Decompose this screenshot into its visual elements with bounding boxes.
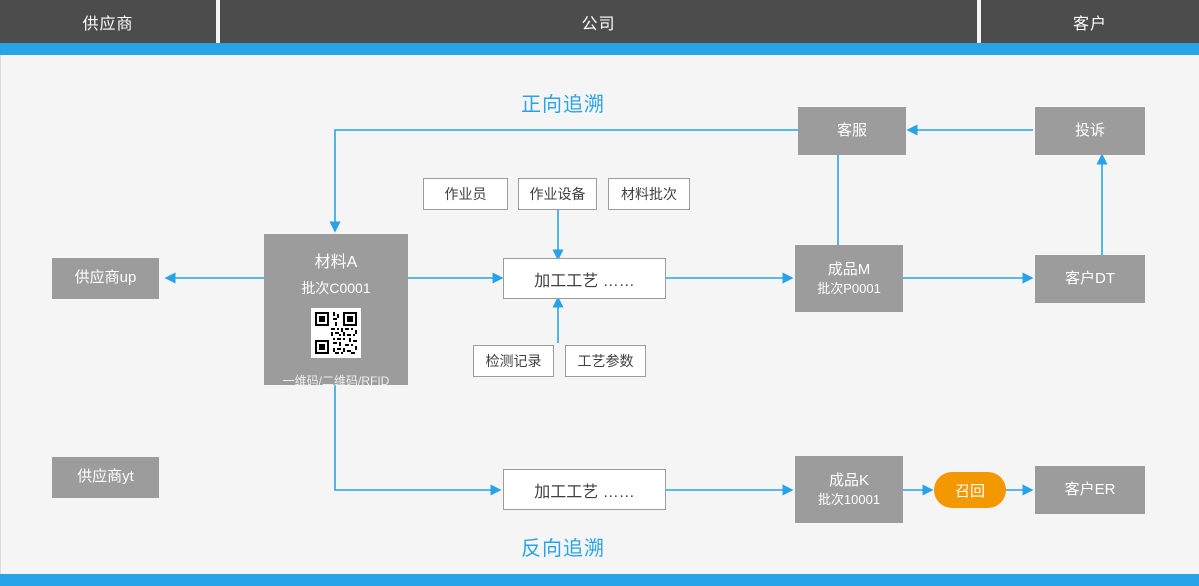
node-customer-dt[interactable]: 客户DT [1035,255,1145,303]
node-label-process-bottom: 加工工艺 …… [534,483,635,501]
node-complaint[interactable]: 投诉 [1035,107,1145,155]
header-cell-supplier: 供应商 [0,0,216,43]
node-label-operator: 作业员 [444,186,487,202]
material-code-types: 一维码/二维码/RFID [282,374,390,388]
node-supplier-yt[interactable]: 供应商yt [52,457,159,498]
node-equipment[interactable]: 作业设备 [518,178,597,210]
header-label-company: 公司 [581,15,616,33]
node-material-batch[interactable]: 材料批次 [608,178,690,210]
node-supplier-up[interactable]: 供应商up [52,258,159,299]
node-customer-er[interactable]: 客户ER [1035,466,1145,514]
node-process-bottom[interactable]: 加工工艺 …… [503,469,666,510]
header-label-supplier: 供应商 [82,15,134,33]
node-label-supplier-up: 供应商up [74,269,137,287]
node-material-a[interactable]: 材料A 批次C0001 [264,234,408,388]
header-cell-company: 公司 [220,0,977,43]
link-material-to-process-bottom [334,385,502,496]
node-label-equipment: 作业设备 [529,186,586,202]
header-cell-customer: 客户 [981,0,1199,43]
forward-trace-label: 正向追溯 [521,94,605,116]
reverse-trace-label: 反向追溯 [521,538,605,560]
section-label-forward: 正向追溯 [521,88,605,117]
section-label-reverse: 反向追溯 [521,532,605,561]
node-label-product-m-title: 成品M [827,260,871,278]
node-label-customer-service: 客服 [836,121,867,139]
accent-bar-top [0,43,1199,55]
node-process-param[interactable]: 工艺参数 [565,345,646,377]
node-label-complaint: 投诉 [1074,121,1105,139]
node-inspection-record[interactable]: 检测记录 [473,345,554,377]
node-label-inspection-record: 检测记录 [485,353,542,369]
node-recall[interactable]: 召回 [934,472,1006,508]
node-label-product-k-title: 成品K [828,471,869,489]
header-label-customer: 客户 [1072,15,1107,33]
node-label-supplier-yt: 供应商yt [77,468,134,486]
material-title: 材料A [314,254,358,271]
node-process-top[interactable]: 加工工艺 …… [503,258,666,299]
accent-bar-bottom [0,574,1199,586]
node-label-customer-er: 客户ER [1064,480,1116,498]
node-label-product-m-batch: 批次P0001 [817,280,881,296]
node-label-process-param: 工艺参数 [577,353,634,369]
node-label-product-k-batch: 批次10001 [817,491,881,507]
node-product-k[interactable]: 成品K 批次10001 [795,456,903,523]
left-divider-line [0,55,1,574]
material-batch: 批次C0001 [301,280,371,296]
node-product-m[interactable]: 成品M 批次P0001 [795,245,903,312]
qr-code [311,308,361,358]
node-label-customer-dt: 客户DT [1065,269,1115,287]
node-operator[interactable]: 作业员 [423,178,508,210]
node-label-material-batch: 材料批次 [621,186,677,202]
header-band: 供应商 公司 客户 [0,0,1199,52]
node-label-recall: 召回 [954,482,985,500]
node-customer-service[interactable]: 客服 [798,107,906,155]
diagram-canvas: 正向追溯 反向追溯 供应商up 供应商yt 材料A 批次C0001 [0,55,1199,574]
node-label-process-top: 加工工艺 …… [534,272,635,290]
